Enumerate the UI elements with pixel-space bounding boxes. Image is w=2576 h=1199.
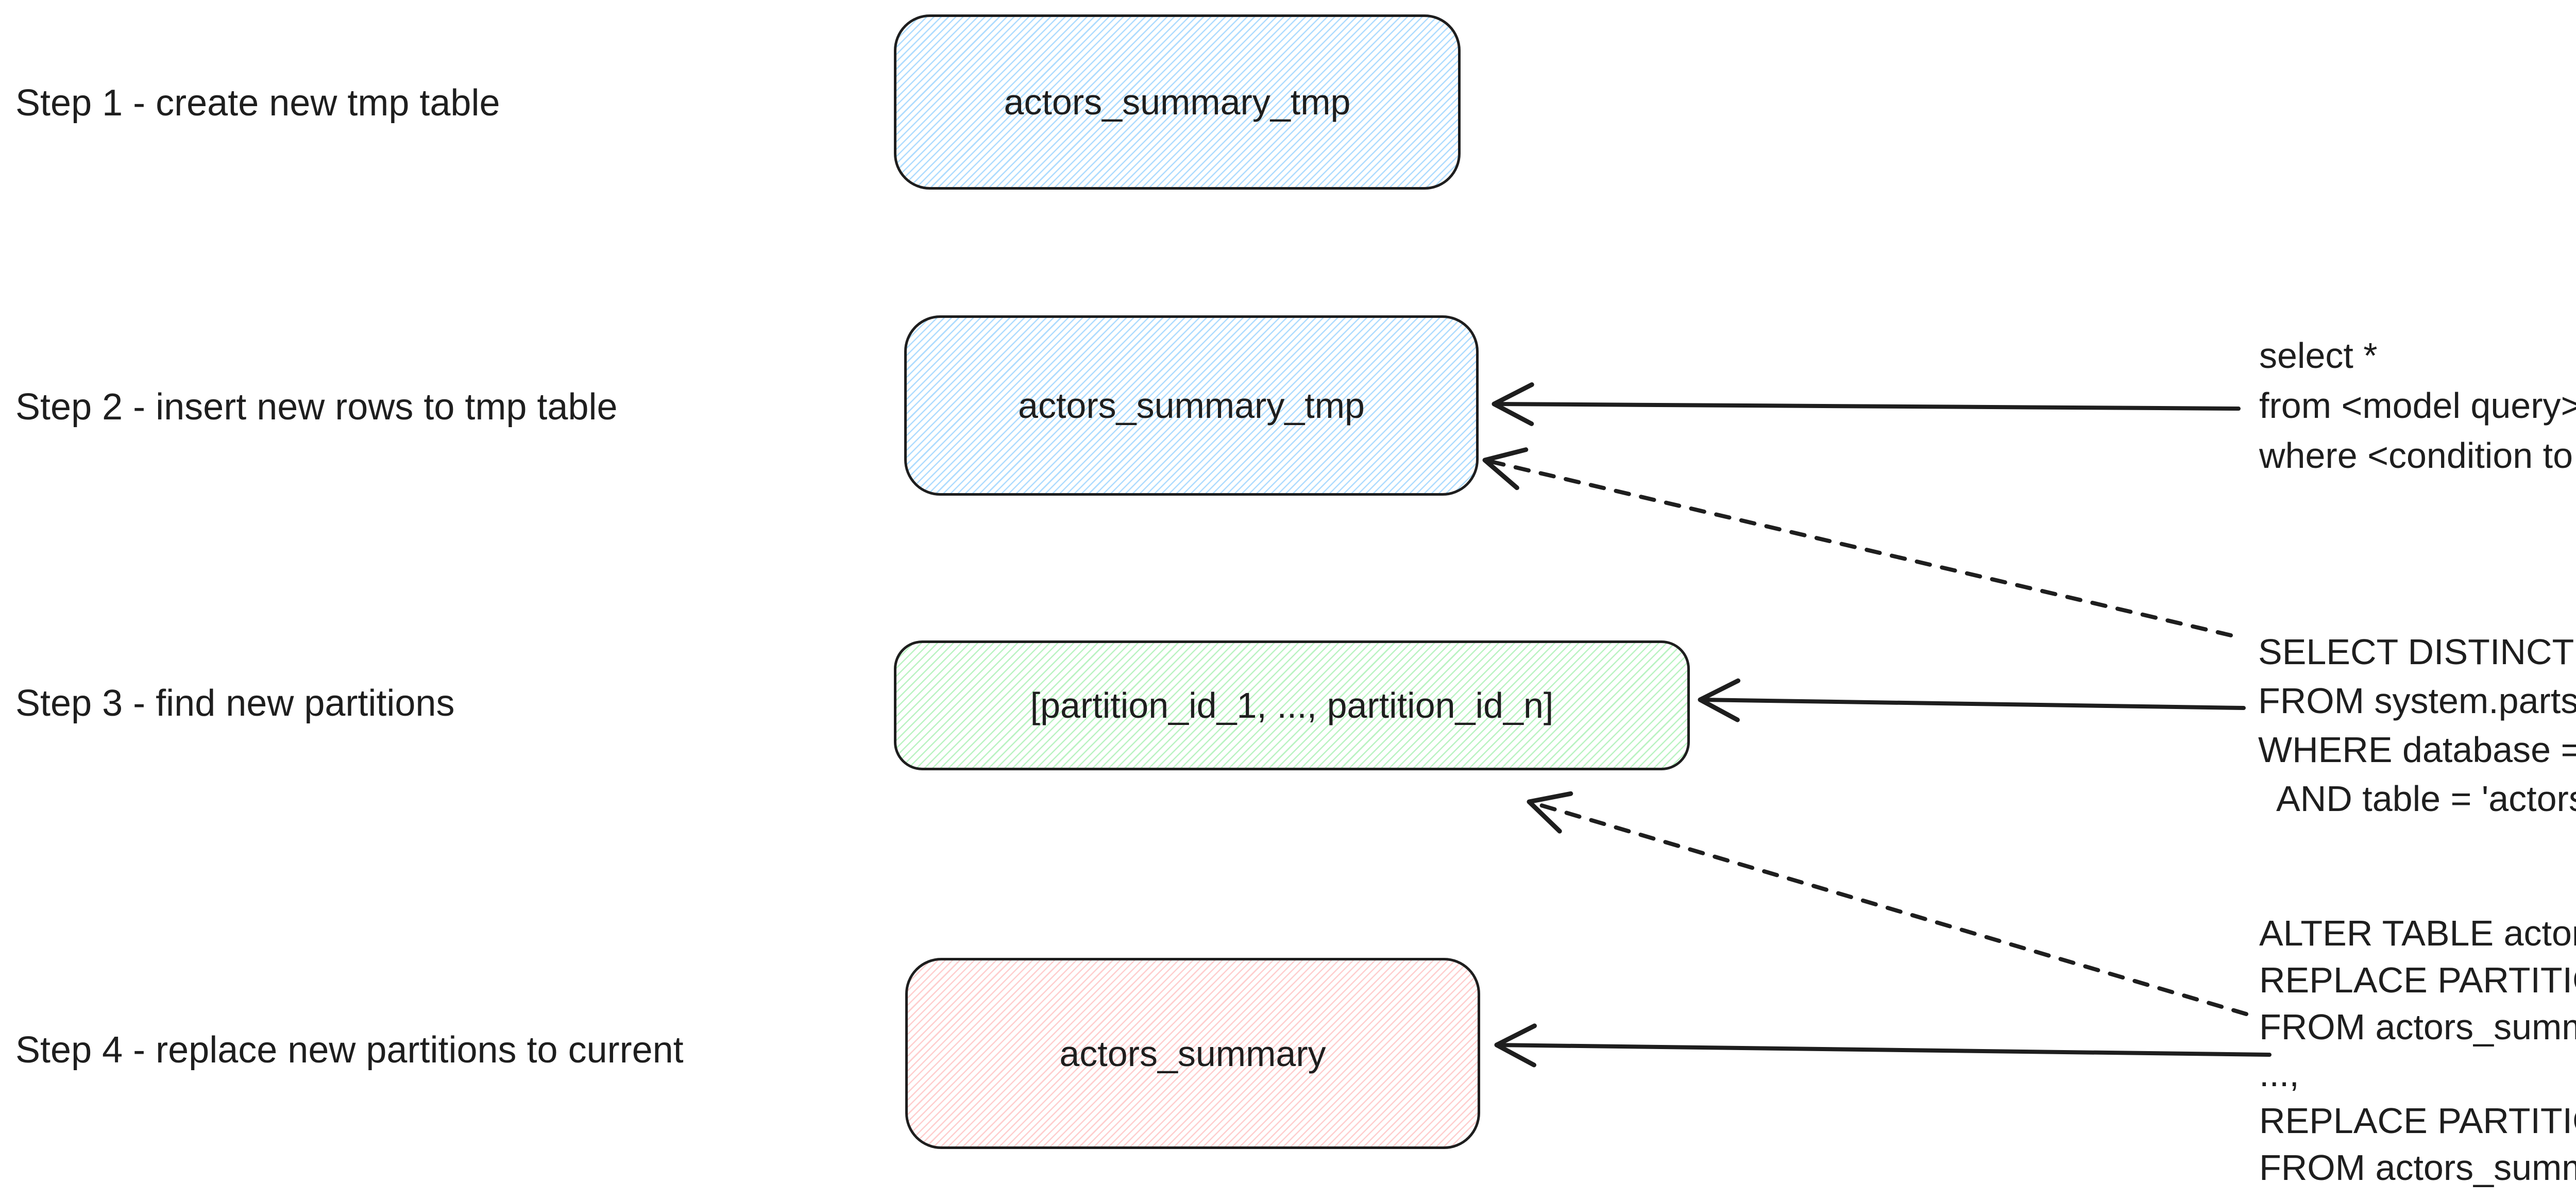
step-4-label: Step 4 - replace new partitions to curre… bbox=[15, 1029, 684, 1071]
arrow-insert-sql-to-tmp-table bbox=[1492, 382, 2241, 426]
sql-line: WHERE database = <database> bbox=[2258, 730, 2576, 770]
step-3-label: Step 3 - find new partitions bbox=[15, 683, 455, 724]
sql-line: FROM actors_summary_tmp, bbox=[2259, 1147, 2576, 1188]
sql-line: AND table = 'actors_summary_tmp' bbox=[2276, 779, 2576, 819]
sql-line: from <model query> bbox=[2259, 385, 2576, 426]
insert-sql-text: select * from <model query> where <condi… bbox=[2259, 331, 2576, 481]
tmp-table-node-step2: actors_summary_tmp bbox=[904, 315, 1479, 496]
step-2-label: Step 2 - insert new rows to tmp table bbox=[15, 386, 618, 428]
sql-line: FROM actors_summary_tmp, bbox=[2259, 1007, 2576, 1047]
arrow-find-sql-to-partitions-list bbox=[1698, 678, 2246, 722]
sql-line: REPLACE PARTITION partition_id_1 bbox=[2259, 960, 2576, 1000]
arrow-replace-sql-to-actors-summary bbox=[1494, 1023, 2272, 1068]
actors-summary-node: actors_summary bbox=[905, 958, 1480, 1149]
sql-line: FROM system.parts bbox=[2258, 681, 2576, 721]
partitions-list-node: [partition_id_1, ..., partition_id_n] bbox=[894, 640, 1690, 770]
tmp-table-node-step2-label: actors_summary_tmp bbox=[1018, 385, 1365, 426]
tmp-table-node-step1: actors_summary_tmp bbox=[894, 14, 1461, 190]
partitions-list-node-label: [partition_id_1, ..., partition_id_n] bbox=[1030, 685, 1554, 725]
step-1-label: Step 1 - create new tmp table bbox=[15, 82, 500, 124]
find-partitions-sql-text: SELECT DISTINCT partition_id FROM system… bbox=[2258, 628, 2576, 823]
sql-line: where <condition to identify new> bbox=[2259, 435, 2573, 476]
sql-line: ..., bbox=[2259, 1054, 2299, 1094]
sql-line: select * bbox=[2259, 335, 2378, 376]
sql-line: SELECT DISTINCT partition_id bbox=[2258, 632, 2573, 672]
dashed-arrow-find-sql-to-tmp-table bbox=[1482, 447, 2233, 637]
sql-line: REPLACE PARTITION partition_id_n bbox=[2259, 1101, 2576, 1141]
sql-line: ALTER TABLE actors_summary bbox=[2259, 913, 2576, 953]
replace-partitions-sql-text: ALTER TABLE actors_summary REPLACE PARTI… bbox=[2259, 910, 2576, 1191]
actors-summary-node-label: actors_summary bbox=[1059, 1033, 1326, 1074]
dashed-arrow-replace-sql-to-partitions-list bbox=[1527, 791, 2248, 1016]
tmp-table-node-step1-label: actors_summary_tmp bbox=[1004, 82, 1351, 122]
